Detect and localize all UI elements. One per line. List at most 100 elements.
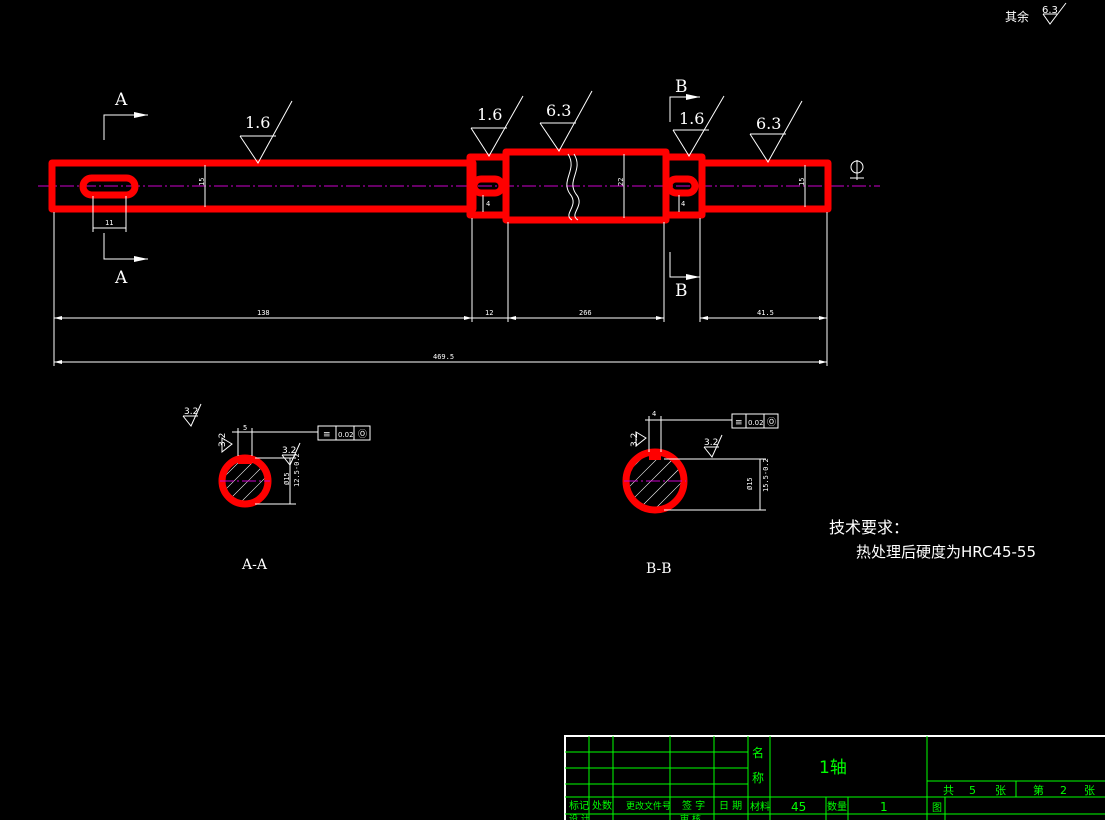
aa-roughness-right: 3.2 — [282, 446, 296, 456]
section-a-top-label: A — [114, 90, 128, 110]
roughness-symbol-icon — [635, 431, 647, 448]
tb-material-label: 材料 — [750, 800, 770, 813]
bb-tol-symbol: ≡ — [735, 418, 743, 428]
roughness-symbol-icon — [703, 434, 723, 458]
bb-dia-tol: 15.5-0.2 — [762, 458, 770, 492]
tb-sheet-unit: 张 — [1084, 784, 1095, 797]
keyway-bearing-right — [665, 175, 699, 197]
roughness-symbol-icon — [1042, 2, 1067, 25]
section-a-bottom-label: A — [114, 268, 128, 288]
tb-sheets-unit: 张 — [995, 784, 1006, 797]
roughness-symbol-icon — [182, 403, 202, 427]
roughness-bearing-left: 1.6 — [470, 95, 524, 157]
tb-change-doc: 更改文件号 — [626, 800, 671, 812]
section-aa-keyway — [238, 455, 252, 464]
aa-tol-value: 0.02 — [338, 431, 354, 439]
keyway-bearing-left — [470, 175, 506, 197]
aa-dia: Ø15 — [283, 472, 291, 485]
tb-name-label-1: 名 — [752, 745, 764, 760]
tb-quantity: 1 — [880, 800, 888, 814]
tb-date: 日 期 — [719, 800, 742, 812]
tb-sheet-no: 2 — [1060, 784, 1067, 797]
section-bb-keyway — [649, 451, 661, 460]
tb-part-name: 1轴 — [819, 758, 847, 778]
roughness-value: 6.3 — [546, 101, 571, 120]
tb-row2-mid: 审 核 — [680, 813, 701, 820]
dim-len-left: 138 — [257, 309, 270, 317]
section-aa: 3.2 3.2 3.2 5 ≡ 0.02 Ⓞ Ø15 12.5-0.2 A-A — [182, 403, 371, 573]
section-bb: 3.2 3.2 4 ≡ 0.02 Ⓞ Ø15 15.5-0.2 B-B — [622, 410, 779, 577]
roughness-left-journal: 1.6 — [239, 100, 293, 164]
dim-right-dia: 15 — [798, 178, 806, 186]
roughness-symbol-icon — [470, 95, 524, 157]
break-line-left — [572, 153, 580, 221]
tb-total-label: 共 — [943, 784, 954, 797]
roughness-symbol-icon — [749, 100, 803, 163]
dim-len-mid: 266 — [579, 309, 592, 317]
tb-drawing-no-label: 图 — [932, 802, 942, 814]
aa-key-width: 5 — [243, 424, 247, 432]
centerline-symbol-icon — [850, 160, 864, 180]
title-block: 名 称 1轴 共 5 张 第 2 张 标记 处数 更改文件号 签 字 日 期 材… — [564, 735, 1105, 820]
dim-len-total: 469.5 — [433, 353, 454, 361]
length-dims: 138 12 266 41.5 469.5 — [53, 212, 828, 366]
shaft-right-section — [698, 159, 832, 213]
dim-keyway-len: 11 — [105, 219, 113, 227]
keyway-left — [79, 174, 139, 199]
section-bb-label: B-B — [646, 561, 672, 577]
rest-roughness-label: 其余 — [1005, 9, 1029, 24]
dim-mid-dia: 22 — [617, 178, 625, 186]
aa-roughness-top: 3.2 — [184, 407, 198, 417]
aa-tol-symbol: ≡ — [323, 430, 331, 440]
notes-line-1: 热处理后硬度为HRC45-55 — [856, 543, 1036, 561]
technical-notes: 技术要求： 热处理后硬度为HRC45-55 — [829, 518, 1036, 561]
dim-small-left: 4 — [486, 200, 490, 208]
aa-tol-datum: Ⓞ — [358, 429, 367, 440]
dim-len-12: 12 — [485, 309, 493, 317]
roughness-bearing-right: 1.6 — [672, 95, 725, 157]
roughness-value: 1.6 — [477, 105, 502, 124]
aa-dia-tol: 12.5-0.2 — [293, 453, 301, 487]
tb-quantity-label: 数量 — [827, 800, 847, 813]
roughness-value: 1.6 — [245, 113, 270, 132]
section-marker-a: A A — [103, 90, 148, 288]
tb-material: 45 — [791, 800, 806, 814]
bb-tol-value: 0.02 — [748, 419, 764, 427]
tb-name-label-2: 称 — [752, 771, 764, 785]
tb-row2-left: 设 计 — [569, 813, 590, 820]
roughness-middle: 6.3 — [539, 90, 593, 152]
bb-dia: Ø15 — [746, 477, 754, 490]
section-b-bottom-label: B — [675, 281, 688, 301]
keyway-length-dim: 11 — [92, 196, 127, 232]
bb-tolerance-frame — [731, 413, 779, 429]
break-line-right — [566, 153, 574, 221]
dim-small-right: 4 — [681, 200, 685, 208]
section-b-top-label: B — [675, 77, 688, 97]
rest-roughness-value: 6.3 — [1042, 5, 1058, 16]
roughness-symbol-icon — [539, 90, 593, 152]
aa-roughness-left: 3.2 — [218, 433, 228, 447]
tb-signature: 签 字 — [682, 799, 705, 812]
roughness-value: 6.3 — [756, 114, 781, 133]
tb-count: 处数 — [592, 799, 612, 812]
roughness-right-journal: 6.3 — [749, 100, 803, 163]
dim-len-right: 41.5 — [757, 309, 774, 317]
roughness-symbol-icon — [221, 437, 233, 454]
tb-total-sheets: 5 — [969, 784, 976, 797]
bb-roughness-left: 3.2 — [630, 433, 640, 447]
roughness-value: 1.6 — [679, 109, 704, 128]
bb-tol-datum: Ⓞ — [767, 417, 776, 428]
diameter-dims: 15 22 15 4 4 — [198, 154, 806, 218]
aa-tolerance-frame — [317, 425, 371, 441]
notes-heading: 技术要求： — [829, 518, 909, 537]
section-aa-label: A-A — [241, 557, 268, 573]
shaft-outline — [48, 148, 832, 224]
roughness-symbol-icon — [672, 95, 725, 157]
bb-roughness-right: 3.2 — [704, 438, 718, 448]
tb-mark: 标记 — [569, 800, 589, 812]
tb-sheet-no-label: 第 — [1033, 783, 1044, 797]
roughness-symbol-icon — [239, 100, 293, 164]
bb-key-width: 4 — [652, 410, 656, 418]
dim-left-dia: 15 — [198, 178, 206, 186]
